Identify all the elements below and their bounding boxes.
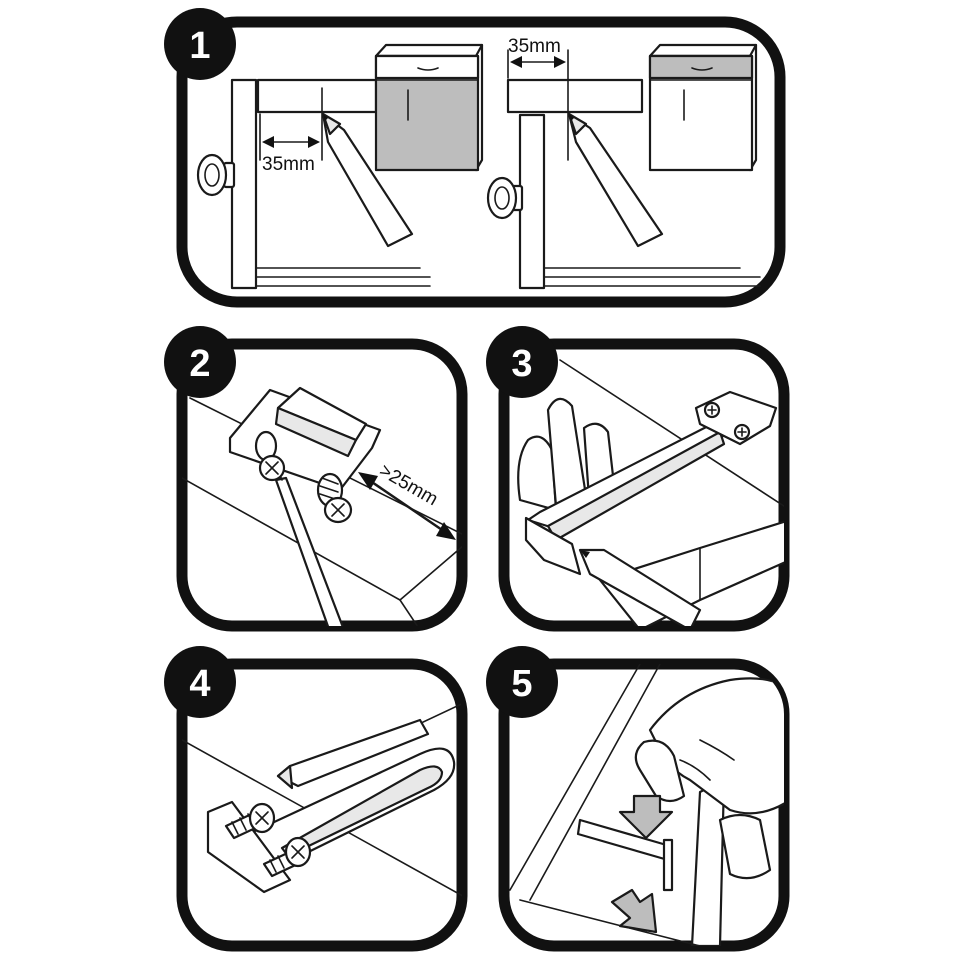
step-5-number: 5 — [511, 663, 532, 705]
dimension-label-right: 35mm — [508, 36, 561, 57]
screw-1 — [224, 802, 276, 840]
step-3-panel — [498, 338, 790, 632]
floor-lines-left — [255, 267, 431, 287]
cabinet-door-right — [486, 113, 546, 290]
measurement-arrow-left — [259, 87, 323, 161]
step-4-panel — [176, 658, 468, 952]
screw-2 — [316, 472, 353, 524]
drawer-top-right — [506, 78, 644, 114]
latch-catch — [694, 390, 778, 446]
step-1-panel: 35mm — [176, 16, 786, 308]
screwdriver — [276, 718, 430, 790]
step-3-number: 3 — [511, 343, 532, 385]
cabinet-door-left — [196, 78, 258, 290]
cabinet-frame — [509, 664, 726, 946]
step-2-number: 2 — [189, 343, 210, 385]
step-2-panel: >25mm — [176, 338, 468, 632]
step-4-badge: 4 — [164, 646, 236, 718]
dimension-label-left: 35mm — [262, 154, 315, 175]
measurement-arrow-right — [507, 49, 569, 161]
step-4-number: 4 — [189, 663, 210, 705]
arrow-press-down-icon — [618, 794, 674, 840]
pencil-left — [321, 112, 414, 248]
measurement-arrow-25mm — [358, 472, 456, 540]
step-3-badge: 3 — [486, 326, 558, 398]
screw-2 — [262, 836, 312, 878]
step-5-panel — [498, 658, 790, 952]
step-1-number: 1 — [189, 25, 210, 67]
latch-arm — [576, 818, 674, 892]
cabinet-icon-left — [374, 43, 484, 172]
step-1-badge: 1 — [164, 8, 236, 80]
arrow-push-in-icon — [610, 888, 658, 934]
latch-arm — [238, 747, 456, 868]
floor-lines-right — [543, 267, 761, 287]
hand — [634, 677, 784, 880]
latch-base — [228, 386, 382, 492]
screw-1 — [254, 430, 286, 482]
pencil — [578, 548, 702, 626]
cabinet-icon-right — [648, 43, 758, 172]
pencil-right — [567, 112, 664, 248]
drawer-top-left — [256, 78, 378, 114]
step-5-badge: 5 — [486, 646, 558, 718]
step-2-badge: 2 — [164, 326, 236, 398]
